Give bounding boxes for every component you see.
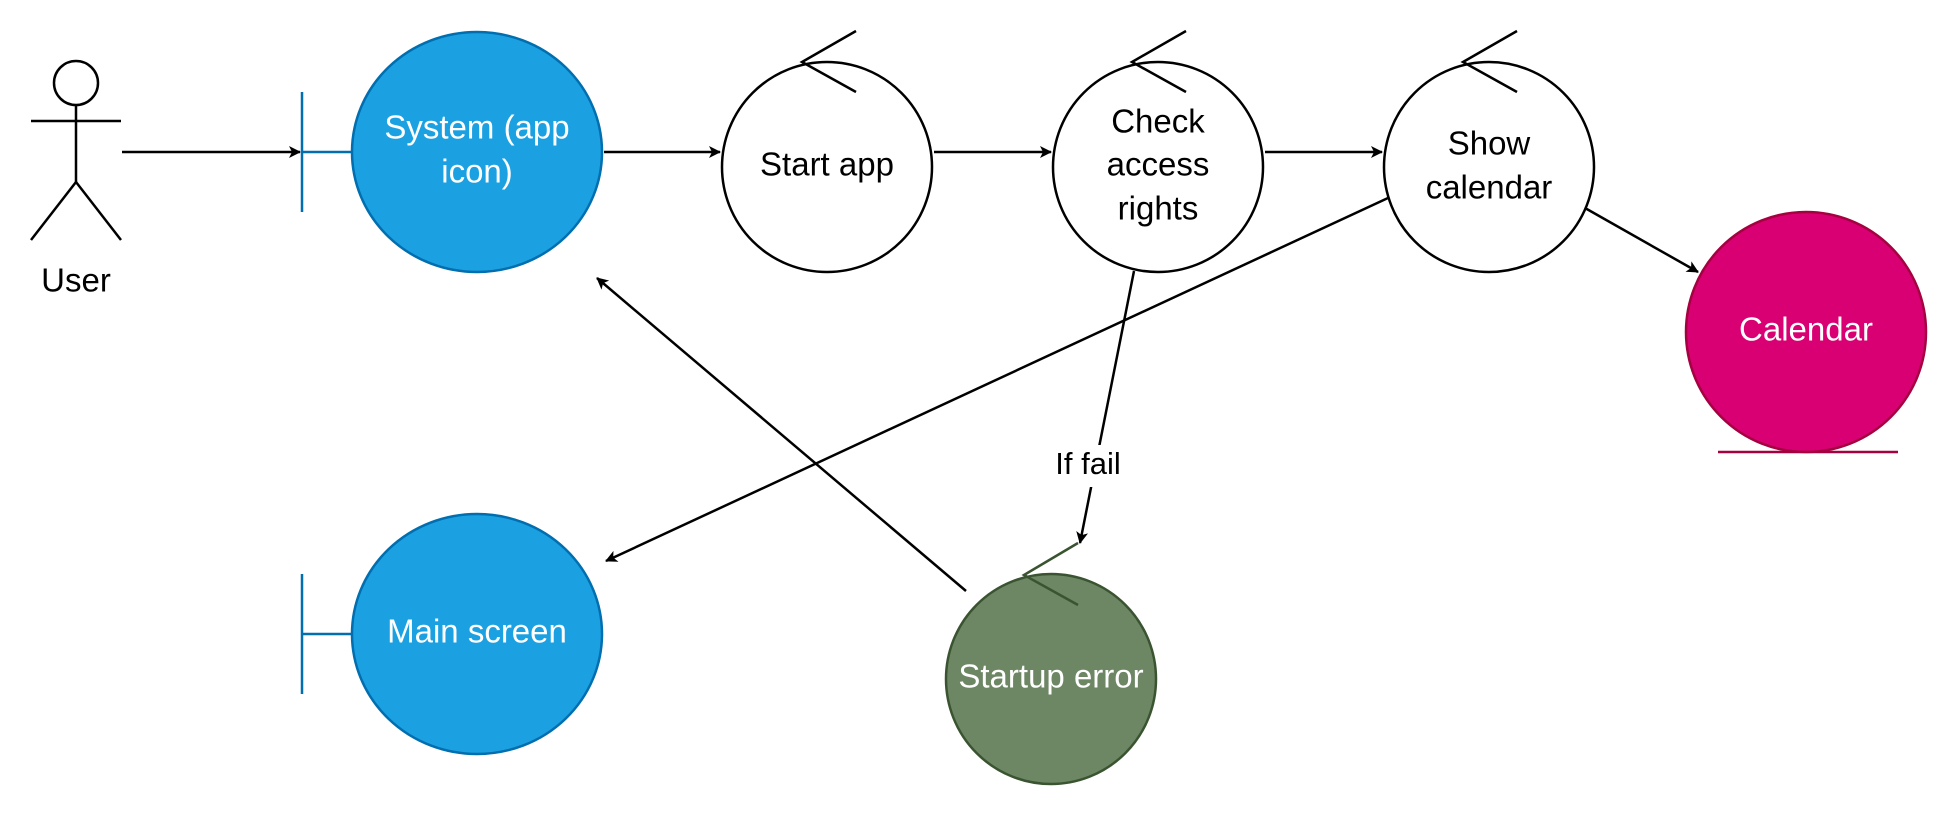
control-arrow-icon <box>799 29 857 94</box>
entity-calendar[interactable]: Calendar <box>1684 210 1928 454</box>
edge-startup-error-to-system <box>596 277 967 592</box>
actor-user[interactable]: User <box>30 59 122 299</box>
system-label-line2: icon) <box>441 153 513 190</box>
control-check-access-rights[interactable]: Check access rights <box>1051 29 1265 274</box>
control-show-calendar[interactable]: Show calendar <box>1382 29 1596 274</box>
boundary-main-screen[interactable]: Main screen <box>300 512 604 756</box>
show-calendar-label-line2: calendar <box>1426 169 1553 206</box>
show-calendar-label-line1: Show <box>1448 125 1531 162</box>
main-screen-label: Main screen <box>387 613 567 650</box>
control-arrow-icon <box>1021 541 1079 607</box>
if-fail-label: If fail <box>1055 446 1120 481</box>
boundary-system-app-icon[interactable]: System (app icon) <box>300 30 604 274</box>
calendar-label: Calendar <box>1739 311 1873 348</box>
edge-show-calendar-to-calendar <box>1584 206 1699 274</box>
check-access-label-line1: Check <box>1111 103 1205 140</box>
control-start-app[interactable]: Start app <box>720 29 934 274</box>
control-arrow-icon <box>1129 29 1187 94</box>
control-arrow-icon <box>1460 29 1518 94</box>
edge-show-calendar-to-main-screen <box>605 196 1389 563</box>
startup-error-label: Startup error <box>958 658 1143 695</box>
stick-figure-actor-icon <box>30 59 122 241</box>
start-app-label: Start app <box>760 146 894 183</box>
check-access-label-line3: rights <box>1118 190 1199 227</box>
edge-label-if-fail: If fail <box>1048 445 1128 487</box>
control-startup-error[interactable]: Startup error <box>944 541 1158 786</box>
edges <box>122 146 1699 592</box>
edge-check-access-to-startup-error <box>1076 270 1136 544</box>
actor-label: User <box>41 262 111 299</box>
check-access-label-line2: access <box>1107 146 1210 183</box>
system-label-line1: System (app <box>384 109 569 146</box>
